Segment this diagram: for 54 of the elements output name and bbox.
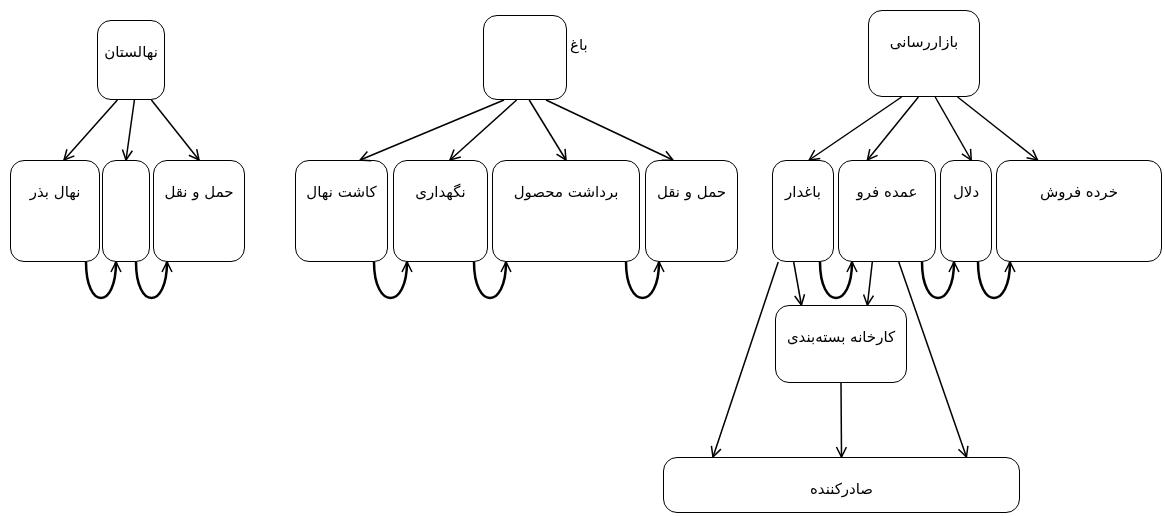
box-label: خرده فروش xyxy=(1039,183,1119,201)
curved-arrow xyxy=(920,261,960,299)
box-heading: باغ xyxy=(569,36,589,54)
arrow xyxy=(63,99,119,161)
box-label: بازاررسانی xyxy=(888,33,960,51)
arrow xyxy=(359,99,505,162)
box-label: کارخانه بسته‌بندی xyxy=(785,328,897,346)
arrow xyxy=(528,99,567,161)
arrow xyxy=(862,261,875,306)
process-box xyxy=(393,160,488,262)
box-label: نگهداری xyxy=(414,183,467,201)
box-label: حمل و نقل xyxy=(655,183,728,201)
curved-arrow xyxy=(624,261,665,299)
box-label: نهالستان xyxy=(103,43,159,61)
box-label: حمل و نقل xyxy=(163,183,235,201)
curved-arrow xyxy=(372,261,413,299)
curved-arrow xyxy=(84,261,122,300)
arrow xyxy=(792,261,806,306)
process-box xyxy=(838,160,936,262)
box-label: نهال بذر xyxy=(28,183,82,201)
arrow xyxy=(866,96,920,161)
process-box xyxy=(940,160,992,262)
process-box xyxy=(663,457,1020,513)
curved-arrow xyxy=(818,261,858,299)
arrow xyxy=(835,382,848,458)
box-label: عمده فرو xyxy=(855,183,919,201)
arrow xyxy=(956,96,1039,161)
curved-arrow xyxy=(134,261,173,299)
curved-arrow xyxy=(472,261,512,299)
arrow xyxy=(545,99,674,161)
box-label: کاشت نهال xyxy=(305,183,378,201)
process-box xyxy=(492,160,640,262)
arrow xyxy=(808,96,903,161)
arrow xyxy=(449,99,518,161)
process-box xyxy=(772,160,834,262)
process-box xyxy=(645,160,738,262)
arrow xyxy=(121,99,136,161)
process-box xyxy=(295,160,388,262)
arrow xyxy=(934,96,972,161)
arrow xyxy=(150,99,200,161)
process-box xyxy=(153,160,245,262)
box-label: دلال xyxy=(951,183,981,201)
box-label: صادرکننده xyxy=(808,480,875,498)
box-label: باغدار xyxy=(783,183,822,201)
process-box xyxy=(97,20,165,100)
process-box xyxy=(775,305,907,383)
arrow xyxy=(898,261,969,458)
empty-box xyxy=(102,160,150,262)
arrow xyxy=(710,261,779,458)
curved-arrow xyxy=(976,261,1016,299)
box-label: برداشت محصول xyxy=(512,183,620,201)
process-box xyxy=(868,10,980,97)
process-box xyxy=(10,160,100,262)
process-box xyxy=(996,160,1162,262)
